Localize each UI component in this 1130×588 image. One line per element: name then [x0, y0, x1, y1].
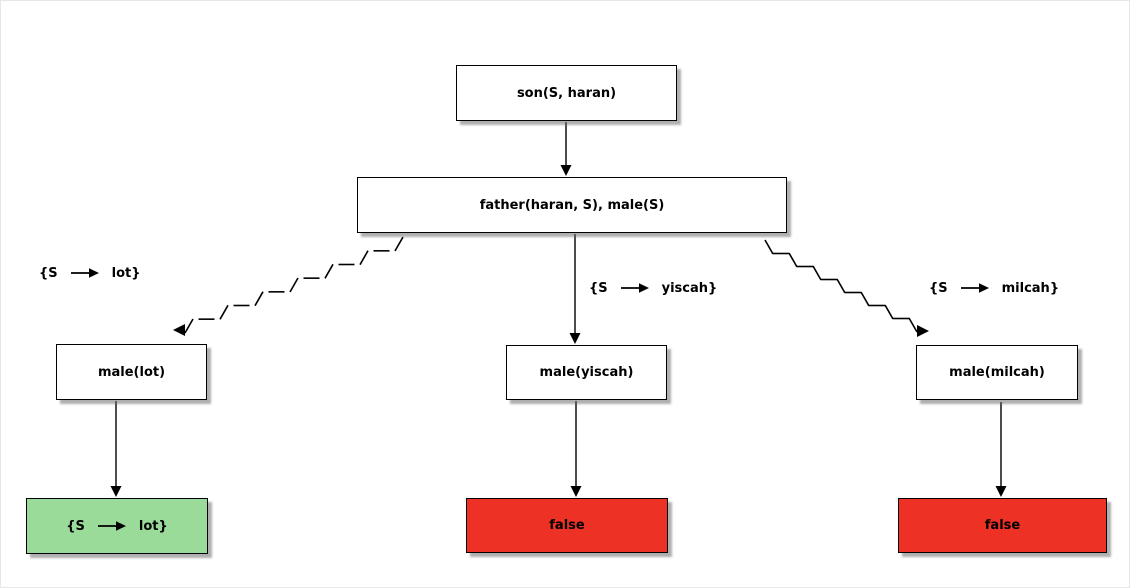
node-male-milcah: male(milcah) [916, 345, 1078, 400]
node-label: son(S, haran) [516, 85, 617, 101]
node-label: male(milcah) [949, 365, 1045, 380]
substitution-label-lot: {S lot} [39, 263, 140, 283]
node-answer-substitution: {S lot} [26, 498, 208, 554]
substitution-lhs: {S [39, 265, 58, 281]
node-label: false [549, 518, 585, 533]
substitution-rhs: lot} [138, 518, 168, 534]
maps-to-arrow-icon [97, 521, 126, 531]
substitution-rhs: milcah} [1001, 280, 1060, 296]
node-false-left: false [466, 498, 668, 553]
maps-to-arrow-icon [620, 283, 649, 293]
substitution-rhs: yiscah} [661, 280, 718, 296]
node-male-yiscah: male(yiscah) [506, 345, 667, 400]
maps-to-arrow-icon [70, 268, 99, 278]
node-label: false [984, 518, 1021, 533]
substitution-lhs: {S [589, 280, 608, 296]
node-male-lot: male(lot) [56, 344, 207, 400]
maps-to-arrow-icon [960, 283, 989, 293]
node-label: father(haran, S), male(S) [479, 197, 665, 213]
substitution-lhs: {S [66, 518, 85, 534]
substitution-label-milcah: {S milcah} [929, 278, 1059, 298]
node-label: male(lot) [97, 364, 166, 380]
node-goal: son(S, haran) [456, 65, 677, 121]
substitution-rhs: lot} [111, 265, 141, 281]
substitution-lhs: {S [929, 280, 948, 296]
substitution-label-yiscah: {S yiscah} [589, 278, 717, 298]
node-label: male(yiscah) [539, 365, 634, 380]
node-false-right: false [898, 498, 1107, 553]
node-resolvent: father(haran, S), male(S) [357, 177, 787, 233]
